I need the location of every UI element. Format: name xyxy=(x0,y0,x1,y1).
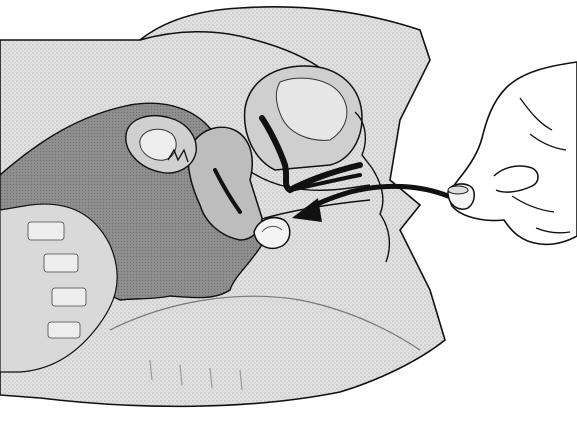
hand-icon xyxy=(450,62,577,244)
